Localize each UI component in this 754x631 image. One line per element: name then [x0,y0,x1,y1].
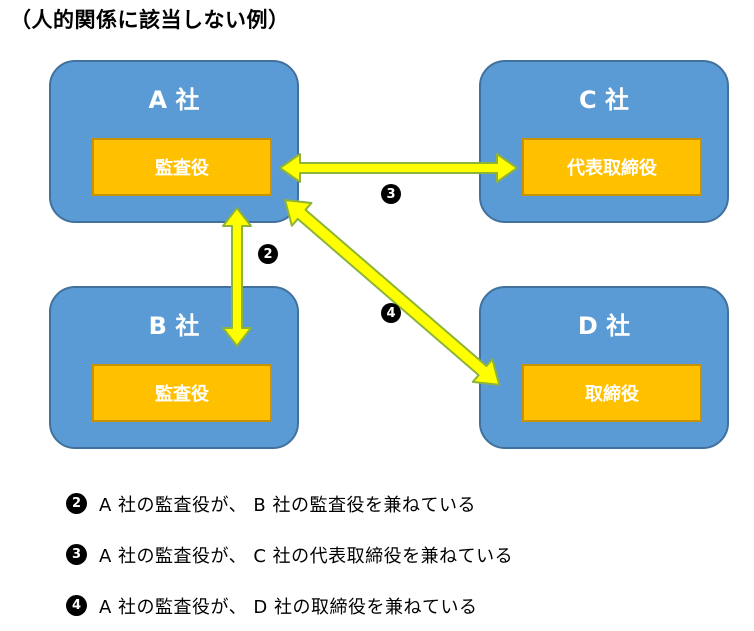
company-b-role: 監査役 [92,364,272,422]
arrow-a-d [284,199,501,386]
legend-marker: 2 [66,493,87,514]
company-c-role: 代表取締役 [522,138,702,196]
marker-3: 3 [381,184,401,204]
legend-item: 4 A 社の監査役が、 D 社の取締役を兼ねている [66,580,513,631]
legend-item: 2 A 社の監査役が、 B 社の監査役を兼ねている [66,478,513,529]
company-a-box: A 社 監査役 [49,60,299,223]
marker-2: 2 [258,244,278,264]
arrow-a-c [279,153,518,183]
legend-text: A 社の監査役が、 B 社の監査役を兼ねている [99,494,476,516]
company-b-name: B 社 [148,312,200,340]
legend-marker: 4 [66,595,87,616]
legend-text: A 社の監査役が、 C 社の代表取締役を兼ねている [99,545,514,567]
legend-marker: 3 [66,544,87,565]
company-b-box: B 社 監査役 [49,286,299,449]
company-d-box: D 社 取締役 [479,286,729,449]
company-d-name: D 社 [577,312,631,340]
legend-text: A 社の監査役が、 D 社の取締役を兼ねている [99,596,478,618]
company-d-role: 取締役 [522,364,702,422]
company-c-name: C 社 [579,86,629,114]
company-a-name: A 社 [148,86,200,114]
company-c-box: C 社 代表取締役 [479,60,729,223]
legend-item: 3 A 社の監査役が、 C 社の代表取締役を兼ねている [66,529,513,580]
page-title: （人的関係に該当しない例） [10,8,290,32]
arrow-a-b [222,207,252,347]
legend-list: 2 A 社の監査役が、 B 社の監査役を兼ねている 3 A 社の監査役が、 C … [66,478,513,631]
marker-4: 4 [381,303,401,323]
relation-arrows [222,153,518,386]
company-a-role: 監査役 [92,138,272,196]
